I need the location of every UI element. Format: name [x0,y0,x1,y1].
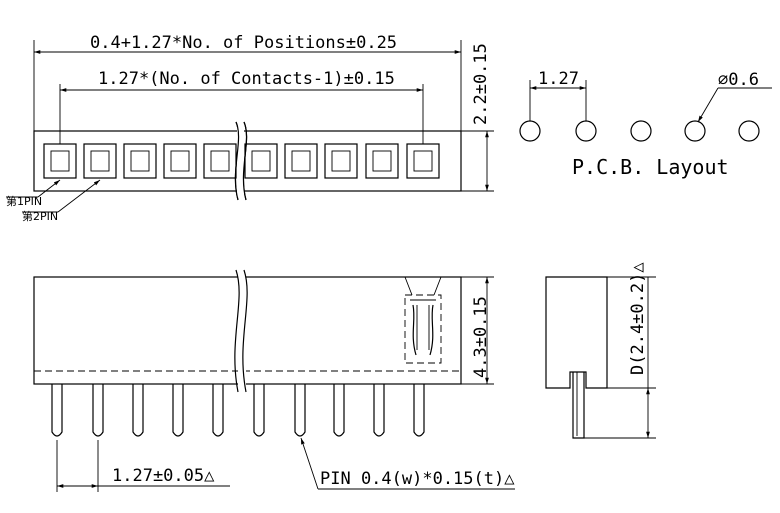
pin-spec-label: PIN 0.4(w)*0.15(t)△ [320,469,515,489]
top-view-housing [33,130,462,192]
pcb-hole [519,120,541,142]
pcb-hole-label: ∅0.6 [718,70,759,90]
pcb-hole [684,120,706,142]
break-line [234,269,240,393]
top-height-dim-label: 2.2±0.15 [471,43,491,125]
pcb-hole [575,120,597,142]
contacts-dim-label: 1.27*(No. of Contacts-1)±0.15 [98,69,395,89]
pin2-label: 第2PIN [22,209,58,223]
pins [51,384,425,437]
contact-cutaway [404,294,442,364]
overall-dim-label: 0.4+1.27*No. of Positions±0.25 [90,33,397,53]
front-pitch-label: 1.27±0.05△ [112,466,215,486]
side-d-dim-label: D(2.4±0.2)△ [628,262,648,375]
pcb-layout-title: P.C.B. Layout [572,155,729,179]
pcb-pitch-label: 1.27 [538,69,579,89]
side-view-housing [545,276,608,389]
front-height-dim-label: 4.3±0.15 [471,296,491,378]
pin1-label: 第1PIN [6,194,42,208]
front-view-housing [33,276,462,385]
pcb-hole [630,120,652,142]
top-view: 0.4+1.27*No. of Positions±0.25 1.27*(No.… [6,33,494,223]
break-line [242,269,248,393]
pcb-layout: 1.27 ∅0.6 P.C.B. Layout [519,69,772,179]
side-view: D(2.4±0.2)△ [545,262,656,439]
pcb-hole [738,120,760,142]
front-view: 4.3±0.15 1.27±0.05△ PIN 0.4(w)*0.15(t)△ [33,269,515,492]
side-view-pin [572,372,585,439]
